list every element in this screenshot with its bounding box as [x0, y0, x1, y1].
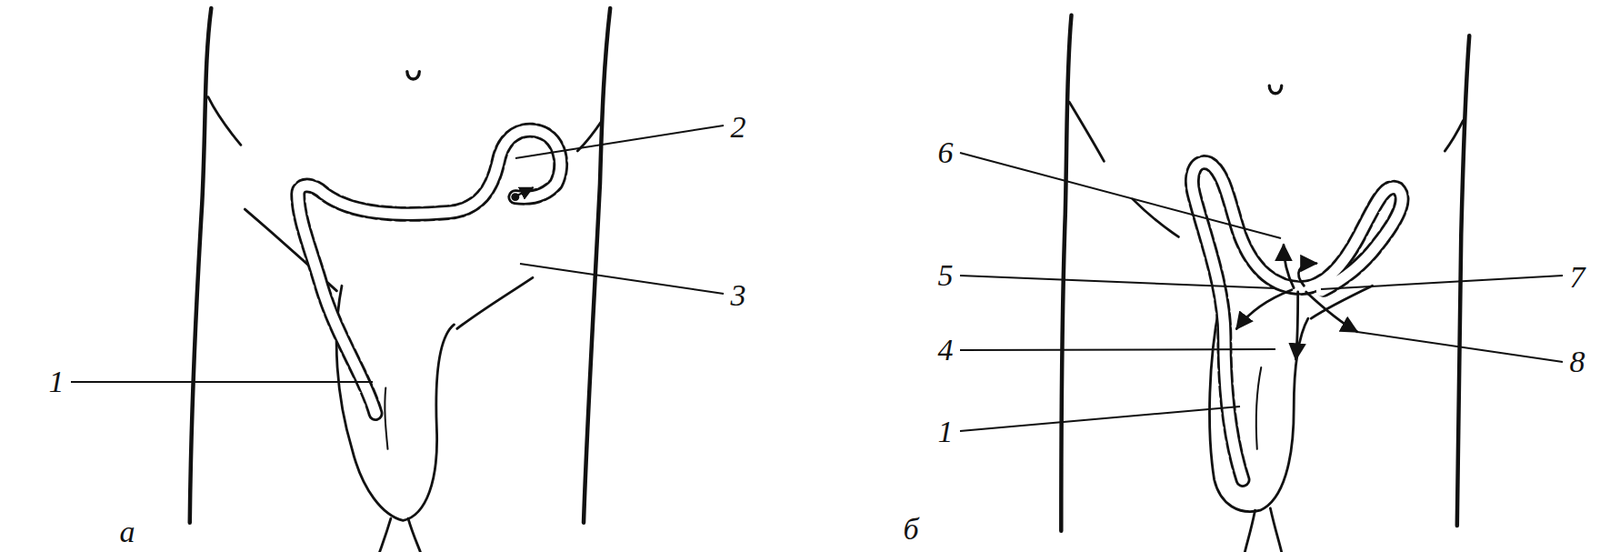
leader-lines [70, 125, 1563, 431]
callout-number: 5 [938, 260, 954, 291]
callout-number: 6 [938, 137, 954, 169]
callout-number: 8 [1570, 346, 1586, 378]
callout-number: 7 [1570, 261, 1586, 293]
callout-number: 2 [730, 111, 747, 143]
callout-number: 1 [938, 416, 954, 448]
panel-letter: б [902, 513, 919, 545]
callout-number: 1 [49, 366, 65, 398]
callout-number: 4 [938, 334, 954, 366]
panel-letter: а [120, 516, 136, 548]
callout-number: 3 [730, 280, 747, 311]
